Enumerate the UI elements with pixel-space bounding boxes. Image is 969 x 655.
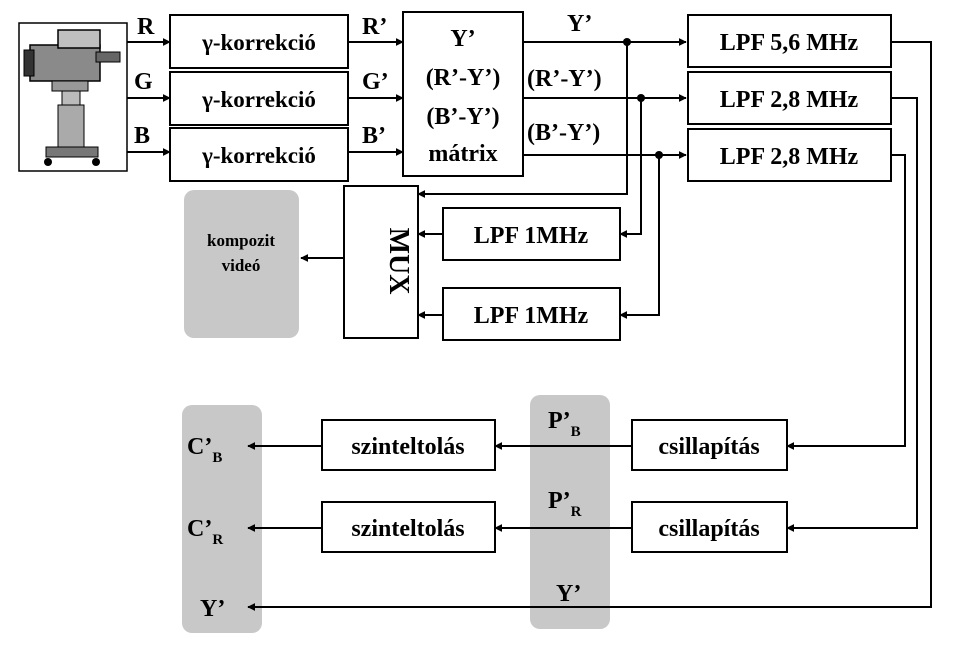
input-label-r: R [137,14,155,40]
level-shift-block-cb: szinteltolás [321,419,496,471]
matrix-output-label-by: (B’-Y’) [527,120,600,146]
matrix-block: Y’ (R’-Y’) (B’-Y’) mátrix [402,11,524,177]
lpf-label: LPF 1MHz [474,303,589,329]
level-shift-block-cr: szinteltolás [321,501,496,553]
lpf-label: LPF 2,8 MHz [720,87,859,113]
cr-label-sub: R [212,532,223,548]
lpf-2-8-block-by: LPF 2,8 MHz [687,128,892,182]
lpf-5-6-block: LPF 5,6 MHz [687,14,892,68]
p-signal-panel [530,395,610,629]
junction-dot [655,151,663,159]
pb-label-main: P’ [548,408,571,434]
input-label-g: G [134,69,153,95]
cb-label: C’B [187,434,222,466]
lpf-1mhz-block-by: LPF 1MHz [442,287,621,341]
gamma-label: γ-korrekció [201,143,316,168]
mux-label: MUX [383,228,414,295]
gamma-block-b: γ-korrekció [169,127,349,182]
lpf-label: LPF 2,8 MHz [720,144,859,170]
lpf-1mhz-block-ry: LPF 1MHz [442,207,621,261]
camera-icon [18,22,128,172]
gamma-label: γ-korrekció [201,30,316,55]
attenuator-block-pb: csillapítás [631,419,788,471]
gamma-output-label: G’ [362,69,389,95]
cb-label-main: C’ [187,434,212,460]
lpf-label: LPF 5,6 MHz [720,30,859,56]
matrix-output-label-y: Y’ [567,11,592,37]
matrix-line: mátrix [428,141,497,167]
matrix-output-label-ry: (R’-Y’) [527,66,602,92]
junction-dot [637,94,645,102]
mux-block: MUX [343,185,419,339]
level-shift-label: szinteltolás [351,434,464,460]
matrix-line: Y’ [450,26,475,52]
gamma-block-g: γ-korrekció [169,71,349,126]
attenuator-label: csillapítás [658,516,759,542]
level-shift-label: szinteltolás [351,516,464,542]
attenuator-label: csillapítás [658,434,759,460]
composite-label-line2: videó [222,256,261,275]
pr-label: P’R [548,488,582,520]
pb-label-sub: B [571,424,581,440]
lpf-2-8-block-ry: LPF 2,8 MHz [687,71,892,125]
cr-label: C’R [187,516,223,548]
attenuator-block-pr: csillapítás [631,501,788,553]
composite-label-line1: kompozit [207,231,275,250]
pr-label-main: P’ [548,488,571,514]
gamma-output-label: B’ [362,123,386,149]
cr-label-main: C’ [187,516,212,542]
matrix-line: (B’-Y’) [426,104,499,130]
output-y-label: Y’ [200,596,225,622]
pr-label-sub: R [571,504,582,520]
composite-video-panel [184,190,299,338]
pb-label: P’B [548,408,581,440]
input-label-b: B [134,123,150,149]
junction-dots [623,38,663,159]
gamma-output-label: R’ [362,14,387,40]
gamma-block-r: γ-korrekció [169,14,349,69]
junction-dot [623,38,631,46]
lpf-label: LPF 1MHz [474,223,589,249]
component-output-panel [182,405,262,633]
matrix-line: (R’-Y’) [426,65,501,91]
cb-label-sub: B [212,450,222,466]
connection-lines [127,38,932,611]
middle-y-label: Y’ [556,581,581,607]
gamma-label: γ-korrekció [201,87,316,112]
